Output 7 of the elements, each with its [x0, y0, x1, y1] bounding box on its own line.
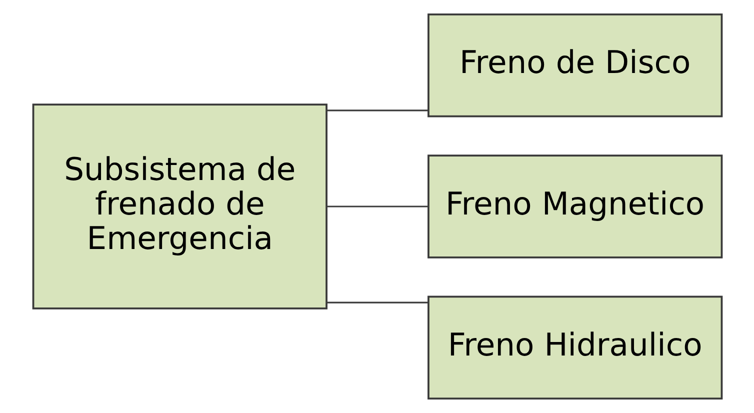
node-box: Freno Hidraulico [427, 296, 722, 400]
connector [326, 110, 428, 112]
connector [326, 206, 428, 208]
node-box: Freno Magnetico [427, 154, 722, 258]
connector [326, 302, 428, 304]
node-box: Freno de Disco [427, 13, 722, 118]
node-box: Subsistema de frenado de Emergencia [32, 104, 327, 310]
